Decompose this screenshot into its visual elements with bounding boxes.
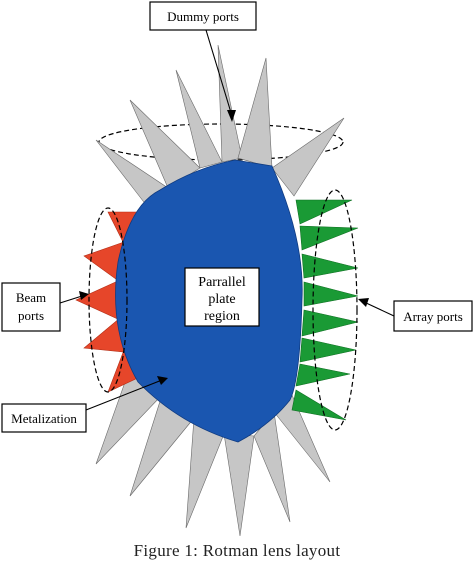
array-port [299,225,359,251]
array-ports-label: Array ports [403,309,463,324]
array-ports-label-box [393,300,473,332]
array-port [299,337,357,363]
region-label-line1: Parrallel [198,275,246,290]
metalization-arrowhead [157,376,168,385]
beam-ports-arrowhead [79,291,89,300]
dummy-ports-top [95,44,345,211]
beam-port [75,279,121,321]
metalization-arrow [85,379,163,411]
dummy-port [237,57,273,169]
beam-ports-label-line1: Beam [16,290,46,305]
array-ports-arrow [363,301,395,317]
beam-ports-label-box [1,282,61,332]
beam-ports-ring [88,207,128,393]
array-ports-ring [312,189,358,431]
figure-caption: Figure 1: Rotman lens layout [134,541,341,560]
array-port [295,363,351,387]
array-ports-arrowhead [358,298,369,307]
dummy-ports-bottom [95,367,331,537]
dummy-ports-arrowhead [227,110,236,122]
dummy-port [217,44,243,163]
array-port [303,281,359,307]
array-port [301,309,359,337]
region-label-line2: plate [208,292,235,307]
dummy-port [223,433,255,537]
array-ports [291,199,359,421]
dummy-ports-arrow [205,29,233,117]
region-label-line3: region [204,309,240,324]
beam-ports-arrow [59,295,83,304]
dummy-ports-label: Dummy ports [167,9,239,24]
metalization-label: Metalization [11,411,77,426]
metalization-label-box [1,403,87,433]
dummy-ports-label-box [149,1,257,31]
array-port [295,199,353,225]
region-label-box [184,267,260,327]
dummy-port [271,117,345,197]
array-port [301,253,359,279]
dummy-port [175,69,223,169]
beam-ports-label-line2: ports [18,308,44,323]
